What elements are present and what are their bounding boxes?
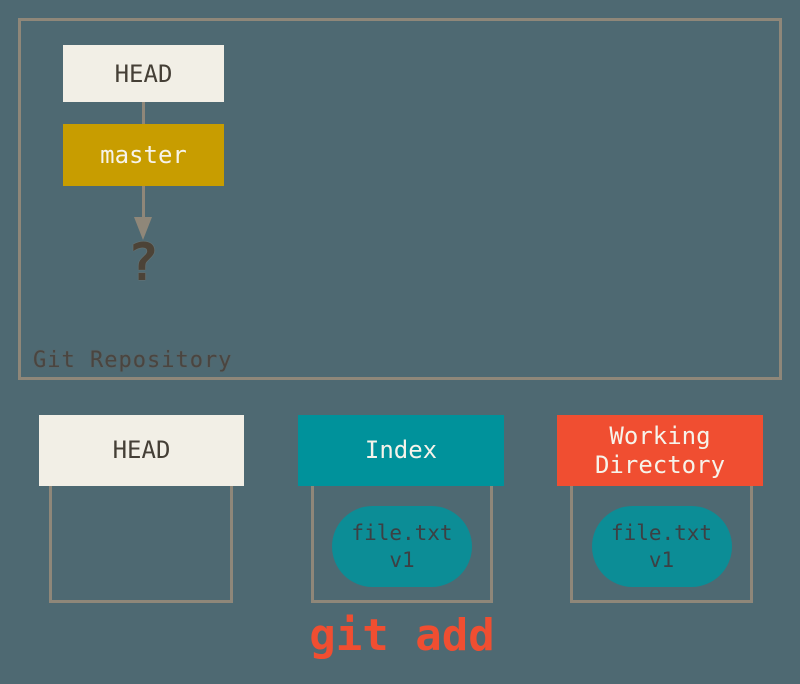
git-repository-box: HEAD master ? Git Repository [18,18,782,380]
index-area-container: file.txt v1 [311,486,493,603]
index-file-pill: file.txt v1 [332,506,472,587]
working-directory-file-pill: file.txt v1 [591,506,732,587]
working-directory-container: file.txt v1 [570,486,753,603]
head-area-header: HEAD [39,415,244,486]
index-file-version: v1 [389,547,415,572]
master-branch-label: master [100,141,187,169]
index-area: Index file.txt v1 [298,415,504,603]
repo-head-box: HEAD [63,45,224,102]
working-directory-label: Working Directory [594,421,726,479]
head-area-label: HEAD [112,436,171,465]
head-master-connector-line [142,102,145,124]
working-directory-header: Working Directory [557,415,763,486]
repo-label: Git Repository [33,348,233,373]
git-add-caption: git add [309,610,495,661]
working-directory-file-version: v1 [648,547,675,572]
unknown-commit-mark: ? [127,233,159,293]
index-area-label: Index [364,436,438,465]
index-file-name: file.txt [351,521,453,546]
index-area-header: Index [298,415,504,486]
head-area-container [49,486,233,603]
head-area: HEAD [39,415,244,603]
arrow-down-icon [134,217,152,240]
master-arrow-line [142,186,145,218]
master-branch-box: master [63,124,224,186]
working-directory-file-name: file.txt [610,521,713,546]
working-directory-area: Working Directory file.txt v1 [557,415,763,603]
repo-head-label: HEAD [114,59,173,88]
